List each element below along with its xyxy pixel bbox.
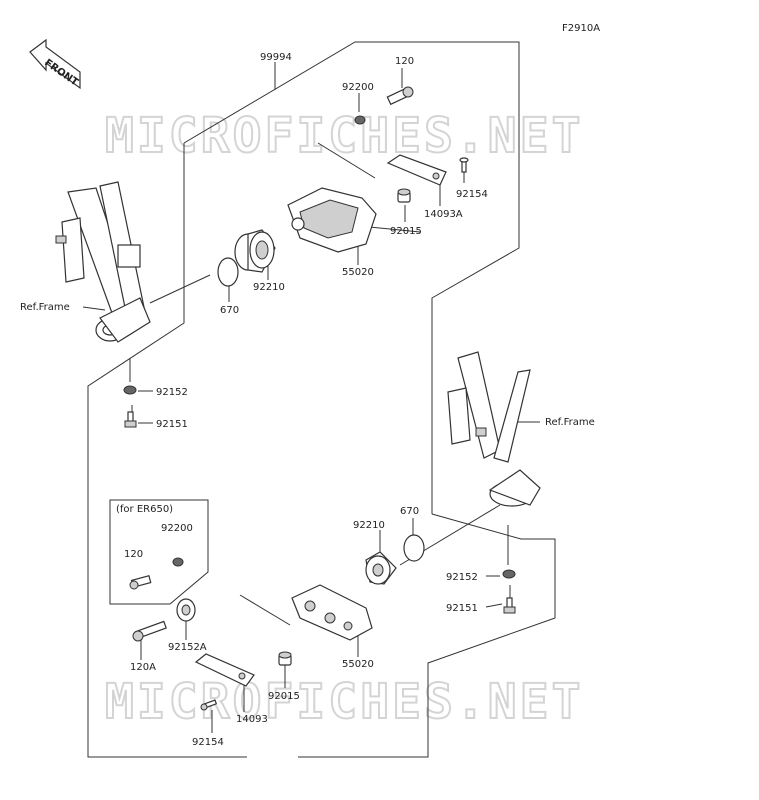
bolt-120-bottom	[129, 575, 152, 590]
label-92210-top: 92210	[253, 282, 285, 293]
assembly-outline-top	[183, 41, 520, 514]
label-92151-left: 92151	[156, 419, 188, 430]
label-670-right: 670	[400, 506, 419, 517]
label-14093: 14093	[236, 714, 268, 725]
label-92015-bottom: 92015	[268, 691, 300, 702]
er650-box	[109, 499, 209, 605]
bolt-92154-bottom	[200, 699, 218, 711]
bolt-92151-left	[124, 411, 137, 428]
label-92151-right: 92151	[446, 603, 478, 614]
ring-670-top	[217, 257, 239, 287]
collar-92210-top	[234, 229, 276, 273]
spacer-92152A	[176, 598, 196, 622]
watermark-top: MICROFICHES.NET	[105, 108, 583, 164]
washer-92200-top	[354, 115, 366, 125]
assembly-outline-right-bottom	[298, 513, 556, 758]
label-92015-top: 92015	[390, 226, 422, 237]
label-120-top: 120	[395, 56, 414, 67]
spacer-92015-bottom	[278, 651, 292, 666]
washer-92200-bottom	[172, 557, 184, 567]
nut-92152-left	[123, 385, 137, 395]
label-ref-frame-right: Ref.Frame	[545, 417, 595, 428]
frame-left-part	[55, 181, 151, 343]
front-arrow-icon: FRONT	[29, 38, 81, 90]
bracket-14093A	[386, 154, 447, 186]
label-92200-top: 92200	[342, 82, 374, 93]
label-120-bottom: 120	[124, 549, 143, 560]
label-92152-right: 92152	[446, 572, 478, 583]
bracket-14093	[194, 653, 255, 687]
ring-670-bottom	[403, 534, 425, 562]
label-99994: 99994	[260, 52, 292, 63]
slider-55020-top	[287, 187, 377, 253]
diagram-code: F2910A	[562, 23, 600, 34]
nut-92152-right	[502, 569, 516, 579]
collar-92210-bottom	[365, 551, 397, 585]
bolt-92151-right	[503, 597, 516, 614]
spacer-92015-top	[397, 188, 411, 203]
label-670-top: 670	[220, 305, 239, 316]
label-92210-bottom: 92210	[353, 520, 385, 531]
slider-55020-bottom	[291, 584, 373, 641]
label-55020-bottom: 55020	[342, 659, 374, 670]
bolt-92154-top	[459, 157, 469, 173]
label-92200-bottom: 92200	[161, 523, 193, 534]
label-92152A: 92152A	[168, 642, 207, 653]
label-92154-bottom: 92154	[192, 737, 224, 748]
er650-note: (for ER650)	[116, 504, 173, 515]
label-120A: 120A	[130, 662, 156, 673]
bolt-120A	[132, 620, 167, 642]
label-92152-left: 92152	[156, 387, 188, 398]
label-ref-frame-left: Ref.Frame	[20, 302, 70, 313]
frame-right-part	[447, 351, 541, 507]
label-55020-top: 55020	[342, 267, 374, 278]
label-14093A: 14093A	[424, 209, 463, 220]
label-92154-top: 92154	[456, 189, 488, 200]
watermark-bottom: MICROFICHES.NET	[105, 674, 583, 730]
bolt-120-top	[386, 86, 414, 106]
assembly-outline-left	[87, 143, 247, 758]
